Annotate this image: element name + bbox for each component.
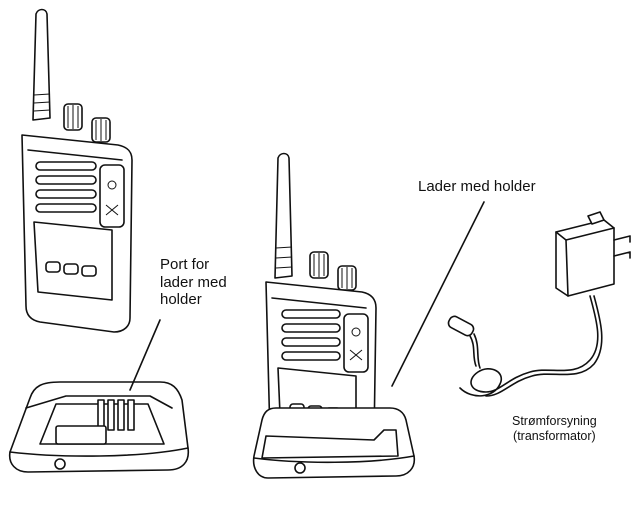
- radio-standalone-buttons: [45, 261, 97, 277]
- charger-base-occupied: [252, 407, 416, 479]
- label-charger-with-holder: Lader med holder: [418, 178, 536, 195]
- label-port-line-1: Port for: [160, 256, 210, 273]
- charger-base-empty-contacts: [97, 399, 135, 431]
- label-port-line-3: holder: [160, 291, 202, 309]
- label-power-line-2: (transformator): [513, 428, 596, 443]
- radio-standalone-side-panel: [99, 164, 125, 228]
- radio-standalone-knobs: [63, 103, 111, 143]
- radio-in-charger-side-panel: [343, 313, 369, 373]
- usb-c-plug: [447, 315, 481, 369]
- radio-standalone-antenna: [32, 8, 51, 121]
- power-cable: [459, 295, 599, 397]
- leader-line-charger: [391, 201, 485, 387]
- label-port-line-2: lader med: [160, 273, 227, 291]
- power-adapter-prongs: [613, 235, 631, 259]
- label-power-line-1: Strømforsyning: [512, 414, 597, 428]
- radio-standalone-grille: [35, 161, 97, 213]
- power-adapter: [555, 211, 631, 297]
- radio-in-charger-antenna: [274, 152, 293, 279]
- radio-in-charger: [265, 152, 377, 441]
- leader-line-port: [129, 319, 161, 391]
- label-port-for-charger: Port for lader med holder: [160, 256, 227, 309]
- radio-in-charger-grille: [281, 309, 341, 361]
- radio-standalone: [21, 8, 133, 333]
- radio-in-charger-knobs: [309, 251, 357, 291]
- charger-base-empty: [8, 381, 190, 473]
- label-power-supply: Strømforsyning (transformator): [512, 414, 597, 444]
